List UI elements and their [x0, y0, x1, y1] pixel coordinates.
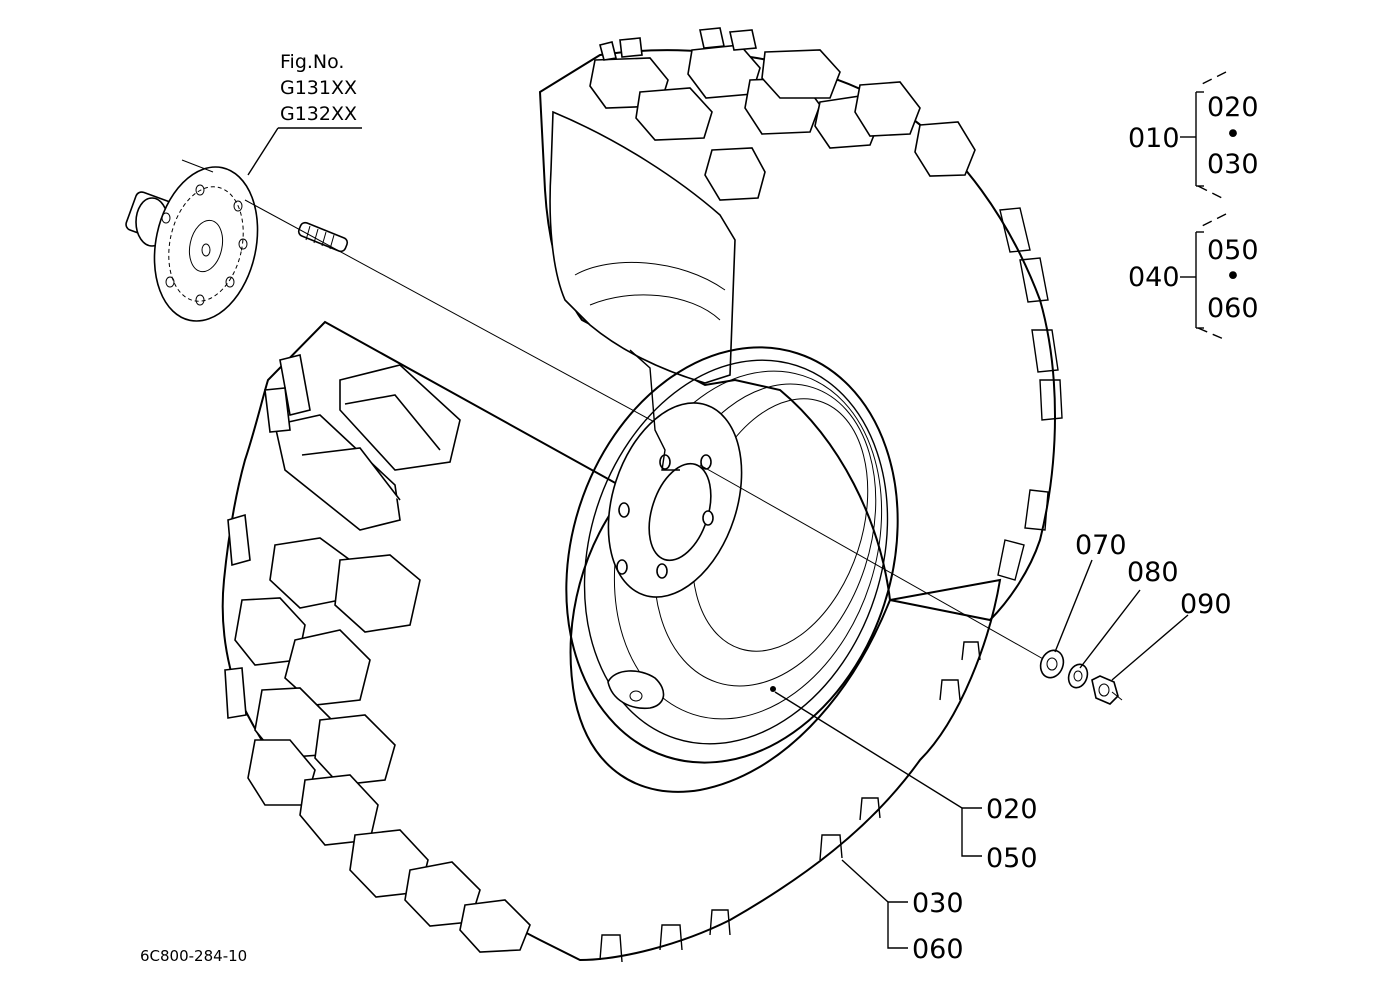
callout-080: 080	[1127, 557, 1179, 588]
legend-child-030: 030	[1207, 149, 1259, 180]
fig-code-2: G132XX	[280, 103, 357, 125]
nut-090	[1091, 675, 1119, 705]
callout-rim-050: 050	[986, 843, 1038, 874]
fig-no-label: Fig.No.	[280, 51, 344, 73]
drawing-code: 6C800-284-10	[140, 947, 247, 965]
callout-090: 090	[1180, 589, 1232, 620]
washer-070	[1039, 649, 1065, 679]
axis-line	[244, 199, 661, 426]
legend-parent-010: 010	[1128, 123, 1180, 154]
stud-bolt	[297, 221, 349, 253]
legend-group-010	[1180, 71, 1227, 201]
leader-lines	[247, 127, 1189, 949]
hub-flange	[125, 159, 259, 322]
legend-child-060: 060	[1207, 293, 1259, 324]
callout-tire-030: 030	[912, 888, 964, 919]
spring-washer-080	[1067, 663, 1089, 689]
rim	[565, 346, 899, 764]
callout-070: 070	[1075, 530, 1127, 561]
fig-code-1: G131XX	[280, 77, 357, 99]
tire-lower-half	[221, 320, 1002, 963]
legend-child-020: 020	[1207, 92, 1259, 123]
callout-rim-020: 020	[986, 794, 1038, 825]
legend-separator-2: •	[1225, 261, 1241, 292]
axis-line-2	[699, 464, 1046, 661]
callout-tire-060: 060	[912, 934, 964, 965]
legend-parent-040: 040	[1128, 262, 1180, 293]
legend-group-040	[1180, 213, 1227, 341]
legend-separator-1: •	[1225, 119, 1241, 150]
legend-child-050: 050	[1207, 235, 1259, 266]
tire-upper-half	[538, 27, 1063, 622]
